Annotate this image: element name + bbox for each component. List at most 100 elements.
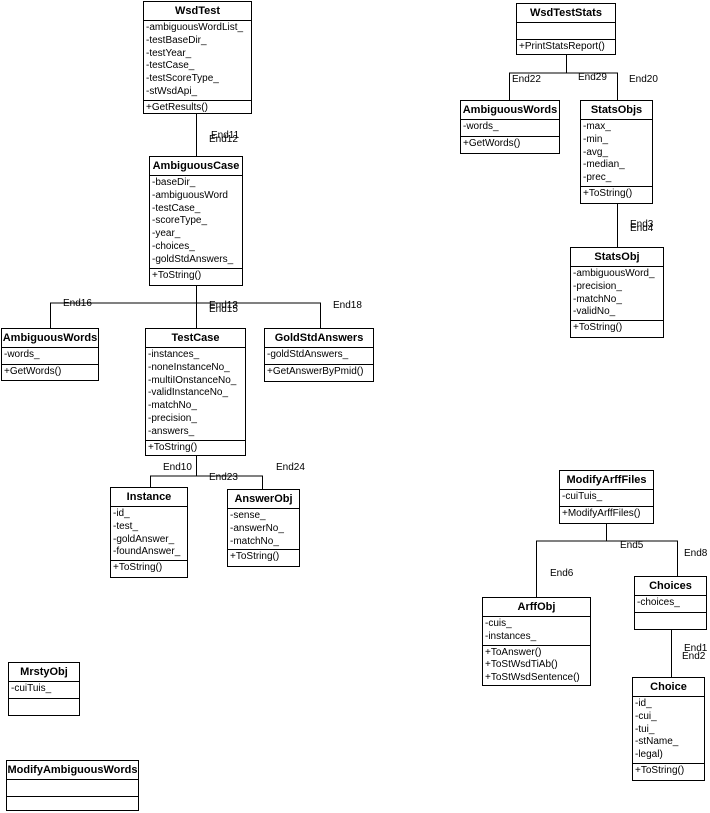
class-instance[interactable]: Instance-id_-test_-goldAnswer_-foundAnsw… — [110, 487, 188, 578]
methods-section: +ToString() — [150, 269, 242, 285]
attribute: -choices_ — [637, 597, 680, 608]
end-label: End6 — [550, 568, 574, 579]
class-ambiguouscase[interactable]: AmbiguousCase-baseDir_-ambiguousWord-tes… — [149, 156, 243, 286]
method: +GetAnswerByPmid() — [267, 366, 364, 377]
class-modifyarfffiles[interactable]: ModifyArffFiles-cuiTuis_+ModifyArffFiles… — [559, 470, 654, 524]
attribute: -instances_ — [148, 349, 200, 360]
end-label: End8 — [684, 548, 708, 559]
class-choices[interactable]: Choices-choices_ — [634, 576, 707, 630]
attribute: -cui_ — [635, 710, 657, 722]
class-name: WsdTest — [144, 2, 251, 21]
class-choice[interactable]: Choice-id_-cui_-tui_-stName_-legal)+ToSt… — [632, 677, 705, 781]
method: +PrintStatsReport() — [519, 41, 605, 52]
end-label: End2 — [682, 651, 706, 662]
class-name: Choice — [633, 678, 704, 697]
attribute: -testCase_ — [146, 60, 195, 72]
attribute: -sense_ — [230, 510, 266, 521]
methods-section: +ToString() — [111, 561, 187, 577]
attributes-section: -id_-cui_-tui_-stName_-legal) — [633, 697, 704, 764]
end-label: End16 — [63, 298, 92, 309]
attributes-section: -cuiTuis_ — [9, 682, 79, 699]
attribute: -id_ — [635, 698, 652, 709]
class-statsobj[interactable]: StatsObj-ambiguousWord_-precision_-match… — [570, 247, 664, 338]
class-wsdteststats[interactable]: WsdTestStats +PrintStatsReport() — [516, 3, 616, 55]
attribute: -avg_ — [583, 146, 609, 158]
end-label: End5 — [620, 540, 644, 551]
attributes-section: -ambiguousWord_-precision_-matchNo_-vali… — [571, 267, 663, 322]
end-label: End3 — [630, 219, 654, 230]
attribute: -ambiguousWordList_ — [146, 22, 244, 33]
end-label: End1 — [684, 643, 708, 654]
class-name: WsdTestStats — [517, 4, 615, 23]
attribute: -testScoreType_ — [146, 73, 219, 85]
end-label: End18 — [333, 300, 362, 311]
class-answerobj[interactable]: AnswerObj-sense_-answerNo_-matchNo_+ToSt… — [227, 489, 300, 567]
class-modifyambiguouswords[interactable]: ModifyAmbiguousWords — [6, 760, 139, 811]
end-label: End13 — [209, 300, 238, 311]
attributes-section: -words_ — [461, 120, 559, 137]
class-wsdtest[interactable]: WsdTest-ambiguousWordList_-testBaseDir_-… — [143, 1, 252, 114]
attributes-section: -instances_-noneInstanceNo_-multiIOnstan… — [146, 348, 245, 441]
method: +ToString() — [573, 322, 623, 334]
class-name: AmbiguousWords — [2, 329, 98, 348]
method: +GetWords() — [463, 138, 521, 149]
class-statsobjs[interactable]: StatsObjs-max_-min_-avg_-median_-prec_+T… — [580, 100, 653, 204]
attribute: -testYear_ — [146, 47, 192, 59]
methods-section: +ToString() — [228, 550, 299, 566]
attribute: -matchNo_ — [230, 535, 279, 547]
method: +ToString() — [113, 562, 163, 574]
attribute: -multiIOnstanceNo_ — [148, 374, 237, 386]
attribute: -scoreType_ — [152, 215, 208, 227]
method: +ToStWsdTiAb() — [485, 659, 558, 671]
attribute: -matchNo_ — [573, 293, 622, 305]
class-arffobj[interactable]: ArffObj-cuis_-instances_+ToAnswer()+ToSt… — [482, 597, 591, 686]
attribute: -stName_ — [635, 736, 679, 748]
attribute: -testBaseDir_ — [146, 34, 207, 46]
end-label: End29 — [578, 72, 607, 83]
attribute: -testCase_ — [152, 202, 201, 214]
attribute: -answerNo_ — [230, 522, 284, 534]
methods-section — [7, 797, 138, 813]
attributes-section — [7, 780, 138, 797]
method: +ToString() — [583, 187, 633, 199]
methods-section — [635, 613, 706, 629]
attribute: -baseDir_ — [152, 177, 196, 188]
class-name: StatsObj — [571, 248, 663, 267]
assoc-testcase-children — [150, 456, 263, 489]
method: +ToStWsdSentence() — [485, 672, 580, 684]
attributes-section — [517, 23, 615, 40]
class-name: Choices — [635, 577, 706, 596]
methods-section: +GetWords() — [2, 365, 98, 381]
attribute: -stWsdApi_ — [146, 85, 198, 97]
attribute: -ambiguousWord_ — [573, 268, 655, 279]
attributes-section: -words_ — [2, 348, 98, 365]
method: +ModifyArffFiles() — [562, 508, 641, 519]
class-goldstdanswers[interactable]: GoldStdAnswers-goldStdAnswers_+GetAnswer… — [264, 328, 374, 382]
attribute: -prec_ — [583, 172, 612, 184]
attribute: -choices_ — [152, 240, 195, 252]
class-ambiguouswords-stats[interactable]: AmbiguousWords-words_+GetWords() — [460, 100, 560, 154]
assoc-wsdteststats-children — [509, 55, 618, 100]
attribute: -goldAnswer_ — [113, 533, 175, 545]
attribute: -words_ — [4, 349, 40, 360]
attributes-section: -goldStdAnswers_ — [265, 348, 373, 365]
method: +ToString() — [152, 269, 202, 281]
class-testcase[interactable]: TestCase-instances_-noneInstanceNo_-mult… — [145, 328, 246, 456]
end-label: End12 — [209, 134, 238, 145]
methods-section: +ToString() — [571, 321, 663, 337]
class-ambiguouswords[interactable]: AmbiguousWords-words_ +GetWords() — [1, 328, 99, 381]
assoc-modifyarff-children — [536, 524, 678, 597]
methods-section: +ToString() — [633, 764, 704, 780]
methods-section — [9, 699, 79, 715]
class-name: MrstyObj — [9, 663, 79, 682]
attribute: -min_ — [583, 133, 609, 145]
attribute: -tui_ — [635, 723, 655, 735]
attribute: -validNo_ — [573, 306, 616, 318]
attribute: -answers_ — [148, 425, 195, 437]
class-mrstyobj[interactable]: MrstyObj-cuiTuis_ — [8, 662, 80, 716]
assoc-ambiguouscase-children — [50, 286, 321, 328]
end-label: End20 — [629, 74, 658, 85]
end-label: End10 — [163, 462, 192, 473]
attribute: -test_ — [113, 520, 139, 532]
